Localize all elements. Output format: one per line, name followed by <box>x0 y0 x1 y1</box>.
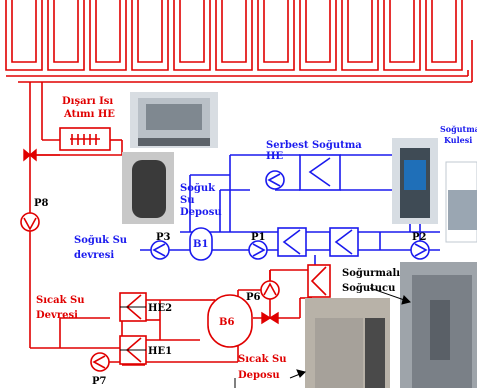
cold-tank-photo <box>122 152 174 224</box>
pump-free-cooling <box>266 171 284 189</box>
cold-circuit-label-line2: devresi <box>74 250 114 261</box>
absorption-chiller-photo <box>400 262 477 388</box>
collector-panel <box>132 0 168 70</box>
collector-panel <box>216 0 252 70</box>
hot-tank-photo <box>305 298 390 388</box>
free-cooling-he-label-line2: HE <box>266 151 283 162</box>
he2-label: HE2 <box>148 303 172 314</box>
collector-panel <box>300 0 336 70</box>
cooling-tower-photo <box>392 138 438 224</box>
collector-panel <box>258 0 294 70</box>
hot-circuit-label-line2: Devresi <box>36 310 78 321</box>
cold-circuit-exchanger-2 <box>330 228 358 256</box>
he1-exchanger <box>120 336 146 364</box>
cooling-tower-label-line1: Soğutma <box>440 124 477 134</box>
free-cooling-he-label-line1: Serbest Soğutma <box>266 140 362 151</box>
collector-panel <box>48 0 84 70</box>
pump-p7 <box>91 353 109 371</box>
outdoor-unit-photo <box>130 92 218 148</box>
cold-tank-label-line2: Su <box>180 195 195 206</box>
collector-panel <box>6 0 42 70</box>
collector-panel <box>342 0 378 70</box>
outdoor-he-label-line2: Atımı HE <box>63 109 115 120</box>
cold-circuit-exchanger-1 <box>278 228 306 256</box>
cold-tank-label-line3: Deposu <box>180 207 222 218</box>
pump-p6 <box>261 281 279 299</box>
absorption-chiller-exchanger <box>308 265 330 297</box>
free-cooling-heat-exchanger <box>300 155 340 190</box>
pump-p1-label: P1 <box>251 232 265 243</box>
he2-exchanger <box>120 293 146 321</box>
tank-b6-label: B6 <box>219 317 234 328</box>
hot-tank-label-line2: Deposu <box>238 370 280 381</box>
cooling-tower-grid <box>446 162 477 242</box>
pump-p8-label: P8 <box>34 198 49 209</box>
outdoor-heat-rejection-he <box>60 128 110 150</box>
solar-collector-array <box>6 0 472 82</box>
outdoor-he-label-line1: Dışarı Isı <box>62 96 113 107</box>
pump-p1 <box>249 241 267 259</box>
he1-label: HE1 <box>148 346 172 357</box>
collector-panel <box>90 0 126 70</box>
collector-panel <box>426 0 462 70</box>
pump-p3-label: P3 <box>156 232 171 243</box>
pump-p2 <box>411 241 429 259</box>
pump-p3 <box>151 241 169 259</box>
pump-p2-label: P2 <box>412 232 427 243</box>
pump-p8 <box>21 213 39 231</box>
pump-p6-label: P6 <box>246 292 261 303</box>
absorption-chiller-label-line1: Soğurmalı <box>342 268 400 279</box>
cold-tank-label-line1: Soğuk <box>180 183 216 194</box>
collector-panel <box>174 0 210 70</box>
pump-p7-label: P7 <box>92 376 107 387</box>
collector-panel <box>384 0 420 70</box>
tank-b1-label: B1 <box>193 239 208 250</box>
absorption-chiller-label-line2: Soğutucu <box>342 283 395 294</box>
hot-tank-label-line1: Sıcak Su <box>238 354 287 365</box>
hot-circuit-label-line1: Sıcak Su <box>36 295 85 306</box>
cold-circuit-label-line1: Soğuk Su <box>74 235 127 246</box>
cooling-tower-label-line2: Kulesi <box>444 135 472 145</box>
